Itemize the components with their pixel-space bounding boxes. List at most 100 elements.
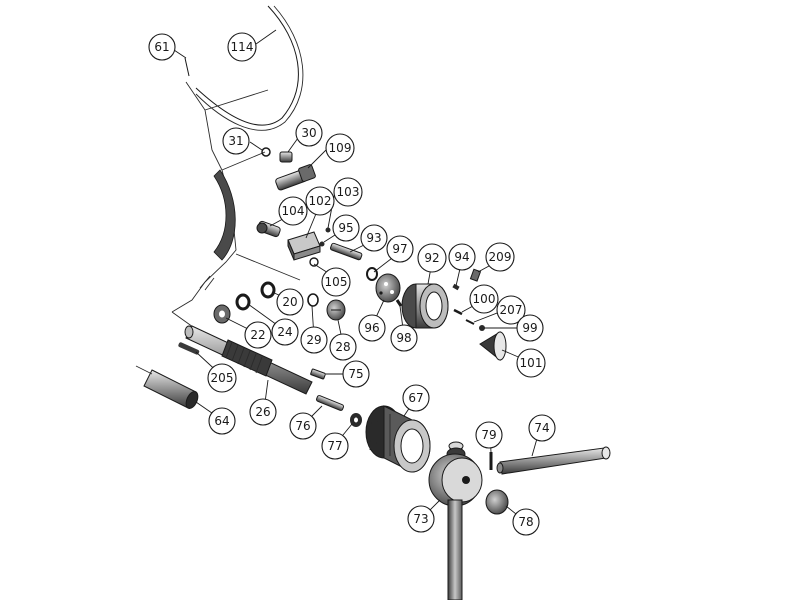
callout-label-100: 100 (473, 292, 496, 306)
callout-104: 104 (278, 196, 308, 226)
callout-label-74: 74 (534, 421, 549, 435)
callout-20: 20 (276, 288, 304, 316)
part-109-bolt (275, 164, 316, 191)
part-104-pin (256, 220, 281, 238)
part-100 (453, 308, 463, 316)
callout-label-205: 205 (211, 371, 234, 385)
callout-label-103: 103 (337, 185, 360, 199)
part-74-lever (496, 446, 611, 475)
part-30-screw (279, 151, 293, 163)
callout-99: 99 (516, 314, 544, 342)
callout-label-97: 97 (392, 242, 407, 256)
callout-label-61: 61 (154, 40, 169, 54)
part-105-ring (309, 257, 319, 267)
callout-96: 96 (358, 314, 386, 342)
callout-label-26: 26 (255, 405, 270, 419)
callout-label-78: 78 (518, 515, 533, 529)
callout-205: 205 (207, 363, 237, 393)
callout-label-105: 105 (325, 275, 348, 289)
callout-label-64: 64 (214, 414, 229, 428)
callout-97: 97 (386, 235, 414, 263)
part-94-key (452, 283, 460, 291)
headstock-plate (171, 81, 301, 333)
callout-101: 101 (516, 348, 546, 378)
part-24-washer (235, 293, 251, 311)
part-205-key (178, 342, 200, 355)
callout-93: 93 (360, 224, 388, 252)
parts-art (135, 5, 611, 600)
callout-78: 78 (512, 508, 540, 536)
callout-label-99: 99 (522, 321, 537, 335)
part-26-shaft (184, 325, 313, 395)
callout-31: 31 (222, 127, 250, 155)
callout-label-79: 79 (481, 428, 496, 442)
callout-label-73: 73 (413, 512, 428, 526)
callout-label-95: 95 (338, 221, 353, 235)
part-209-key (469, 268, 482, 282)
callout-98: 98 (390, 324, 418, 352)
part-95 (319, 241, 325, 247)
callout-label-67: 67 (408, 391, 423, 405)
callout-26: 26 (249, 398, 277, 426)
callout-label-207: 207 (500, 303, 523, 317)
part-73-hub (428, 441, 483, 600)
part-92-collar (401, 283, 449, 329)
part-207 (465, 319, 475, 325)
callout-105: 105 (321, 267, 351, 297)
callout-79: 79 (475, 421, 503, 449)
callout-label-209: 209 (489, 250, 512, 264)
part-29-ring (307, 293, 319, 307)
callout-114: 114 (227, 32, 257, 62)
callout-label-101: 101 (520, 356, 543, 370)
leader-lines (173, 29, 541, 523)
part-114-band (195, 5, 299, 126)
callout-label-96: 96 (364, 321, 379, 335)
part-103 (325, 227, 331, 233)
callout-label-31: 31 (228, 134, 243, 148)
part-78-cap (485, 489, 509, 515)
callout-label-24: 24 (277, 325, 292, 339)
callout-102: 102 (305, 186, 335, 216)
part-99 (479, 325, 485, 331)
callout-207: 207 (496, 295, 526, 325)
callout-74: 74 (528, 414, 556, 442)
part-31-ring (261, 147, 271, 157)
callout-label-102: 102 (309, 194, 332, 208)
callout-22: 22 (244, 321, 272, 349)
part-67-ring-gear (365, 405, 431, 473)
callout-label-75: 75 (348, 367, 363, 381)
callout-label-28: 28 (335, 340, 350, 354)
callout-label-93: 93 (366, 231, 381, 245)
callout-label-29: 29 (306, 333, 321, 347)
part-93-shaft (330, 242, 363, 261)
part-22-nut (213, 304, 231, 324)
callout-label-20: 20 (282, 295, 297, 309)
callout-95: 95 (332, 214, 360, 242)
callout-label-98: 98 (396, 331, 411, 345)
callout-61: 61 (148, 33, 176, 61)
callout-94: 94 (448, 243, 476, 271)
callout-77: 77 (321, 432, 349, 460)
part-101-knob (479, 331, 507, 362)
callout-28: 28 (329, 333, 357, 361)
part-61-pin (184, 57, 190, 77)
part-98-pin (395, 299, 403, 307)
callout-label-92: 92 (424, 251, 439, 265)
part-77-gear (350, 413, 362, 427)
callout-209: 209 (485, 242, 515, 272)
callout-label-22: 22 (250, 328, 265, 342)
part-28-cap (326, 299, 346, 321)
part-96-disc (375, 273, 401, 303)
part-20-ring (260, 281, 276, 299)
callout-24: 24 (271, 318, 299, 346)
part-102-block (287, 231, 321, 261)
part-64-cylinder (135, 365, 199, 409)
callout-label-109: 109 (329, 141, 352, 155)
callout-64: 64 (208, 407, 236, 435)
callout-label-77: 77 (327, 439, 342, 453)
callout-30: 30 (295, 119, 323, 147)
callout-73: 73 (407, 505, 435, 533)
callouts: 61 114 31 30 109 103 102 104 95 93 97 92… (148, 32, 556, 536)
part-75-key (310, 368, 326, 380)
